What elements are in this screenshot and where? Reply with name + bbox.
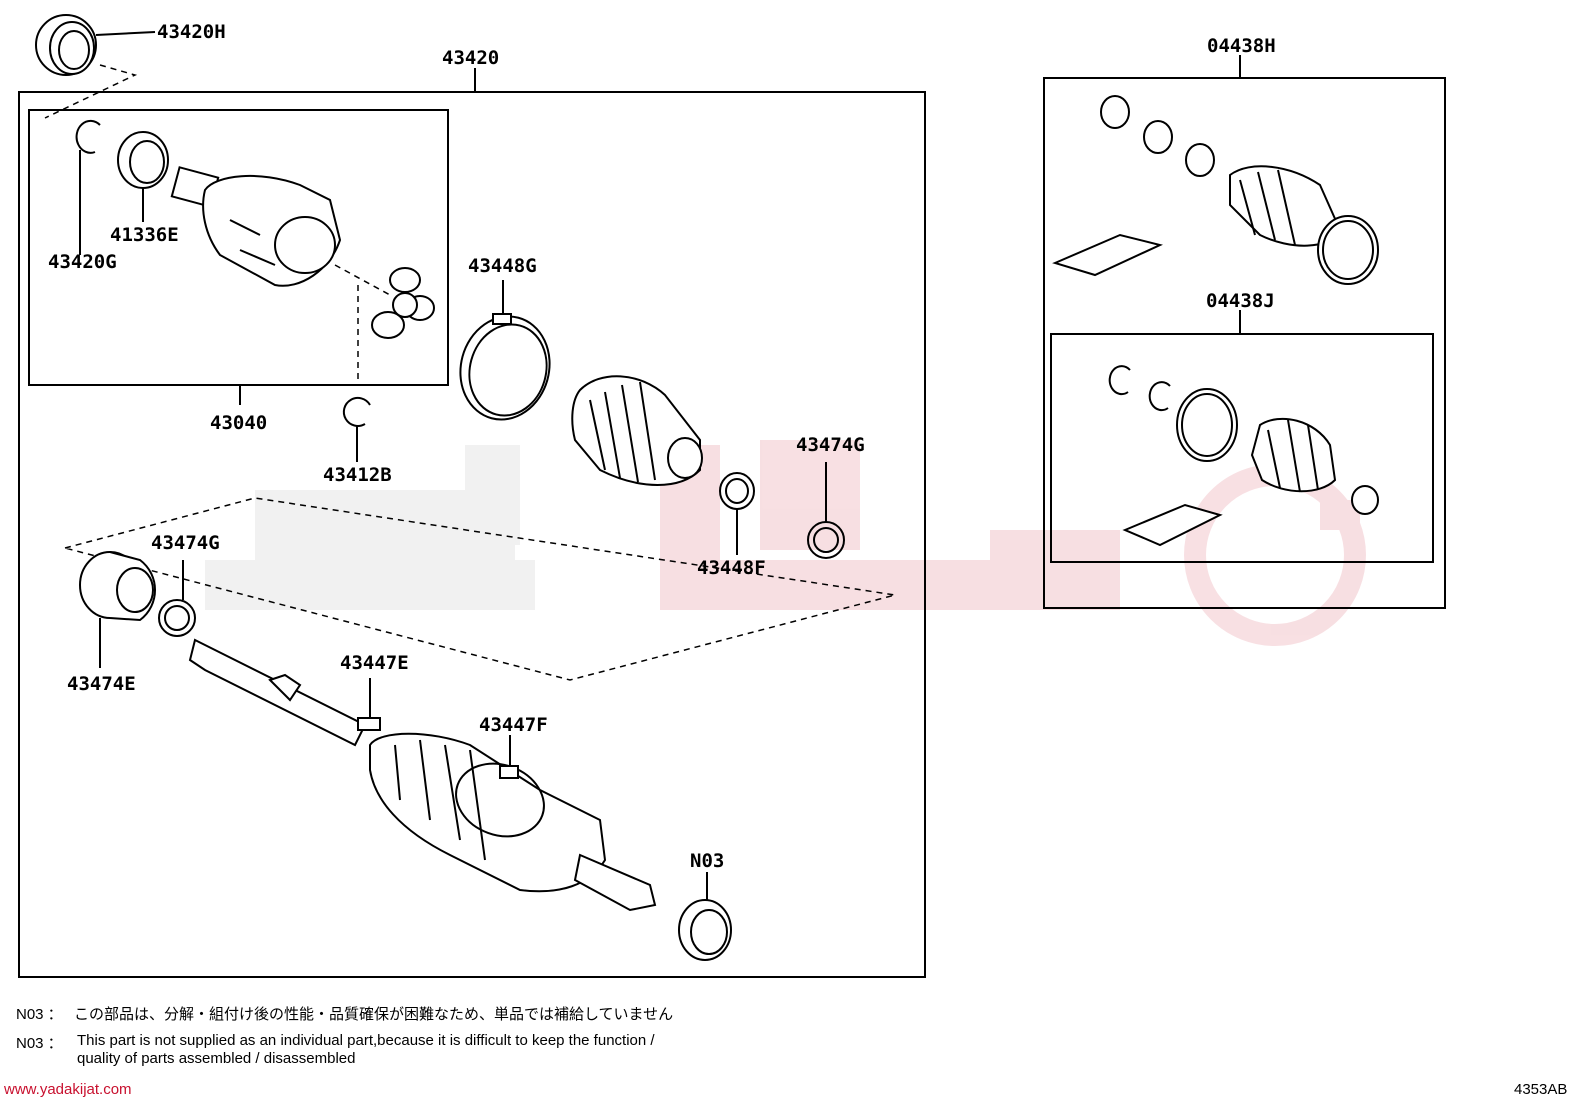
frame-43420 bbox=[18, 68, 926, 978]
label-43447E: 43447E bbox=[340, 652, 409, 674]
clamp-43448F-icon bbox=[719, 472, 755, 555]
seal-43420H-icon bbox=[35, 14, 156, 76]
clamp-43474G-left-icon bbox=[158, 560, 196, 637]
label-43474G-right: 43474G bbox=[796, 434, 865, 456]
label-43420: 43420 bbox=[442, 47, 499, 69]
label-43420G: 43420G bbox=[48, 251, 117, 273]
label-43412B: 43412B bbox=[323, 464, 392, 486]
figure-code: 4353AB bbox=[1514, 1081, 1568, 1098]
seal-N03-icon bbox=[678, 872, 732, 961]
kit-04438H-contents-icon bbox=[1052, 95, 1379, 285]
inboard-joint-housing-icon bbox=[170, 166, 342, 287]
note-en-line2: quality of parts assembled / disassemble… bbox=[77, 1050, 356, 1067]
note-jp-text: この部品は、分解・組付け後の性能・品質確保が困難なため、単品では補給していません bbox=[74, 1006, 674, 1023]
drive-shaft-icon bbox=[188, 638, 657, 912]
kit-04438J-contents-icon bbox=[1108, 365, 1379, 547]
label-43040: 43040 bbox=[210, 412, 267, 434]
seal-41336E-icon bbox=[117, 131, 169, 222]
watermark-url: www.yadakijat.com bbox=[4, 1081, 132, 1098]
label-N03: N03 bbox=[690, 850, 724, 872]
snap-ring-43412B-icon bbox=[342, 396, 371, 462]
label-04438J: 04438J bbox=[1206, 290, 1275, 312]
label-43474G-left: 43474G bbox=[151, 532, 220, 554]
label-43448G: 43448G bbox=[468, 255, 537, 277]
label-43448F: 43448F bbox=[697, 557, 766, 579]
tripod-icon bbox=[371, 267, 435, 339]
snap-ring-43420G-icon bbox=[75, 119, 101, 245]
dashed-guides bbox=[44, 64, 896, 681]
label-04438H: 04438H bbox=[1207, 35, 1276, 57]
damper-43474E-icon bbox=[79, 551, 156, 668]
label-41336E: 41336E bbox=[110, 224, 179, 246]
band-clamp-43448G-icon bbox=[459, 280, 551, 421]
label-43447F: 43447F bbox=[479, 714, 548, 736]
frame-04438J bbox=[1050, 310, 1434, 563]
inboard-boot-icon bbox=[571, 375, 703, 486]
label-43474E: 43474E bbox=[67, 673, 136, 695]
frame-43040 bbox=[28, 109, 449, 405]
note-jp-code: N03 ： bbox=[16, 1006, 63, 1023]
frame-04438H bbox=[1043, 55, 1446, 609]
label-43420H: 43420H bbox=[157, 21, 226, 43]
note-en-code: N03 ： bbox=[16, 1035, 63, 1052]
note-en-line1: This part is not supplied as an individu… bbox=[77, 1032, 655, 1049]
clamp-43474G-right-icon bbox=[807, 462, 845, 559]
